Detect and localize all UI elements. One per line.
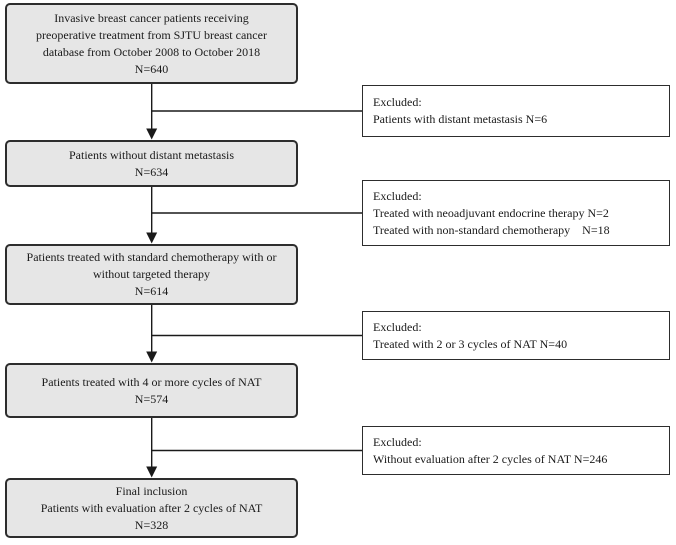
arrowhead-4 xyxy=(146,466,158,478)
arrowhead-1 xyxy=(146,128,158,140)
text-line: Without evaluation after 2 cycles of NAT… xyxy=(373,451,608,466)
text-line: Patients with evaluation after 2 cycles … xyxy=(40,500,263,515)
text-line: Patients treated with standard chemother… xyxy=(26,250,277,264)
flow-box-initial-cohort: Invasive breast cancer patients receivin… xyxy=(5,3,298,84)
text-line: Excluded: xyxy=(373,188,422,203)
text-line: Final inclusion xyxy=(115,483,188,498)
text-line: Treated with 2 or 3 cycles of NAT N=40 xyxy=(373,336,568,351)
text-line: N=634 xyxy=(134,164,169,179)
text-line: Patients with distant metastasis N=6 xyxy=(373,112,548,126)
excluded-box-distant-metastasis: Excluded: Patients with distant metastasi… xyxy=(362,85,670,137)
text-line: Excluded: xyxy=(373,319,422,334)
flow-box-standard-chemotherapy: Patients treated with standard chemother… xyxy=(5,244,298,305)
text-line: Excluded: xyxy=(373,95,422,109)
text-line: Treated with non-standard chemotherapy N… xyxy=(373,222,610,237)
text-line: without targeted therapy xyxy=(92,267,211,281)
text-line: Patients without distant metastasis xyxy=(69,147,234,162)
text-line: Excluded: xyxy=(373,434,422,449)
text-line: N=640 xyxy=(134,61,169,76)
excluded-box-nonstandard-therapy: Excluded: Treated with neoadjuvant endocr… xyxy=(362,180,670,246)
arrowhead-2 xyxy=(146,232,158,244)
text-line: Treated with neoadjuvant endocrine thera… xyxy=(373,205,609,220)
text-line: database from October 2008 to October 20… xyxy=(42,44,261,59)
text-line: N=614 xyxy=(134,284,169,298)
arrowhead-3 xyxy=(146,351,158,363)
excluded-box-no-evaluation: Excluded: Without evaluation after 2 cycl… xyxy=(362,426,670,475)
flow-box-four-or-more-cycles: Patients treated with 4 or more cycles o… xyxy=(5,363,298,418)
text-line: N=328 xyxy=(134,517,169,532)
text-line: N=574 xyxy=(134,391,169,406)
text-line: Invasive breast cancer patients receivin… xyxy=(54,10,249,25)
excluded-box-few-cycles: Excluded: Treated with 2 or 3 cycles of N… xyxy=(362,311,670,360)
text-line: preoperative treatment from SJTU breast … xyxy=(36,27,267,42)
text-line: Patients treated with 4 or more cycles o… xyxy=(41,374,262,389)
